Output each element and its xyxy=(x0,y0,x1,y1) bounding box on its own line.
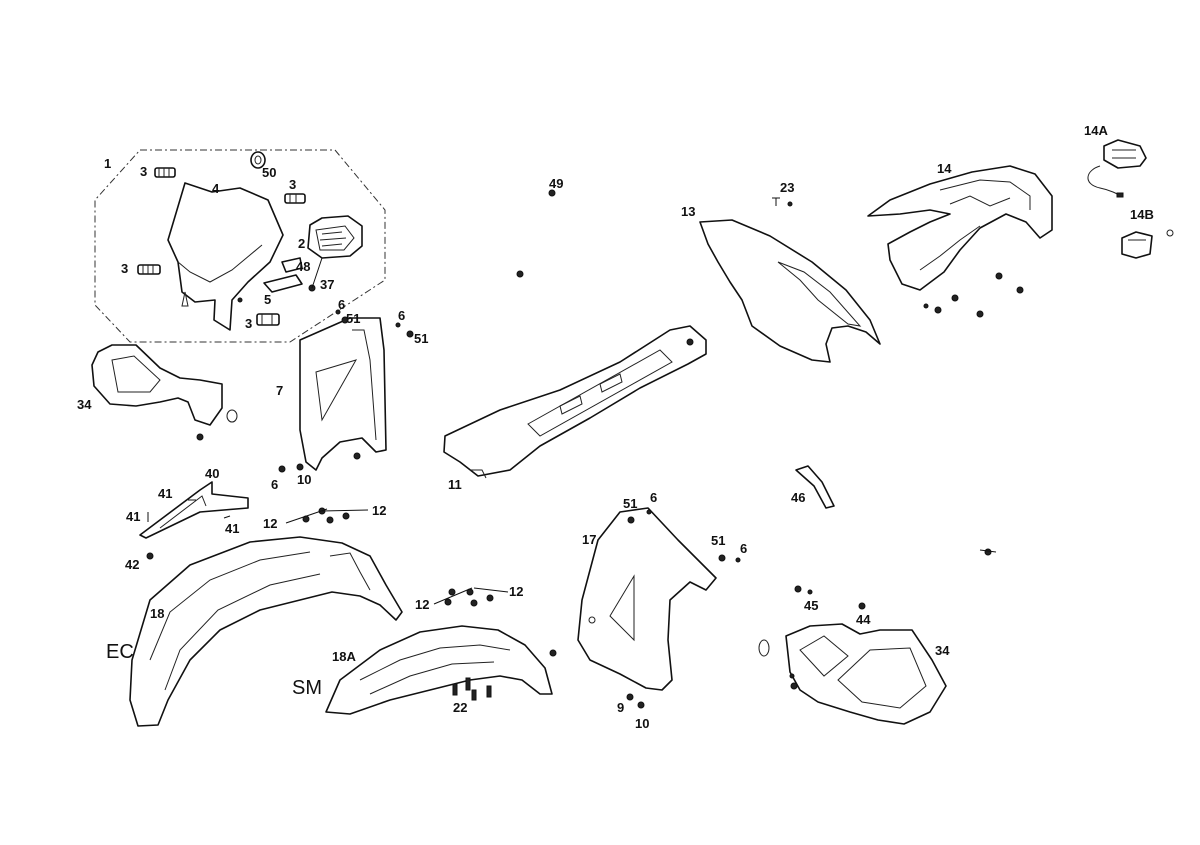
part-fasteners-51-6-right[interactable] xyxy=(549,509,741,709)
callout-14b: 14B xyxy=(1130,207,1154,222)
part-screw-41[interactable] xyxy=(147,499,231,522)
callout-45: 45 xyxy=(804,598,818,613)
callout-49: 49 xyxy=(549,176,563,191)
callout-labels: 1 3 50 4 3 2 3 48 37 5 3 6 51 6 51 7 34 … xyxy=(77,123,1154,731)
callout-14: 14 xyxy=(937,161,952,176)
part-screw-23[interactable] xyxy=(772,197,793,207)
callout-6d: 6 xyxy=(650,490,657,505)
callout-22: 22 xyxy=(453,700,467,715)
part-seat[interactable] xyxy=(443,325,707,479)
part-rear-fender[interactable] xyxy=(867,165,1053,291)
part-clip-misc[interactable] xyxy=(979,548,997,556)
callout-12d: 12 xyxy=(509,584,523,599)
part-front-fender-sm[interactable] xyxy=(325,625,553,715)
callout-18a: 18A xyxy=(332,649,356,664)
callout-3d: 3 xyxy=(245,316,252,331)
part-ring-50[interactable] xyxy=(250,151,266,169)
callout-7: 7 xyxy=(276,383,283,398)
callout-2: 2 xyxy=(298,236,305,251)
callout-51a: 51 xyxy=(346,311,360,326)
callout-9: 9 xyxy=(617,700,624,715)
part-bracket-48[interactable] xyxy=(281,257,303,273)
part-radiator-scoop-left[interactable] xyxy=(299,317,387,471)
callout-5: 5 xyxy=(264,292,271,307)
part-clip-3a[interactable] xyxy=(154,167,176,178)
part-front-fender-ec[interactable] xyxy=(129,536,403,727)
part-clip-3b[interactable] xyxy=(284,193,306,204)
callout-41b: 41 xyxy=(126,509,140,524)
headlight-assembly-group-outline xyxy=(94,149,386,343)
part-fasteners-12-upper[interactable] xyxy=(285,507,369,524)
callout-46: 46 xyxy=(791,490,805,505)
part-radiator-scoop-right[interactable] xyxy=(577,507,717,691)
part-fasteners-12-lower[interactable] xyxy=(433,587,509,607)
callout-4: 4 xyxy=(212,181,220,196)
part-fasteners-6-51-left[interactable] xyxy=(278,309,414,473)
callout-13: 13 xyxy=(681,204,695,219)
part-fasteners-45-44[interactable] xyxy=(794,585,866,610)
part-side-panel[interactable] xyxy=(699,219,881,363)
callout-34b: 34 xyxy=(935,643,950,658)
callout-40: 40 xyxy=(205,466,219,481)
callout-6e: 6 xyxy=(740,541,747,556)
callout-50: 50 xyxy=(262,165,276,180)
part-hand-guard-left[interactable] xyxy=(91,344,238,441)
callout-12a: 12 xyxy=(263,516,277,531)
callout-1: 1 xyxy=(104,156,111,171)
part-bracket-5[interactable] xyxy=(263,274,303,293)
callout-34a: 34 xyxy=(77,397,92,412)
callout-6c: 6 xyxy=(271,477,278,492)
callout-51d: 51 xyxy=(711,533,725,548)
part-headlight-mask[interactable] xyxy=(167,182,284,331)
callout-41c: 41 xyxy=(225,521,239,536)
callout-12b: 12 xyxy=(372,503,386,518)
callout-3b: 3 xyxy=(289,177,296,192)
callout-44: 44 xyxy=(856,612,871,627)
callout-48: 48 xyxy=(296,259,310,274)
variant-label-sm: SM xyxy=(292,677,322,699)
callout-23: 23 xyxy=(780,180,794,195)
part-bolts-22[interactable] xyxy=(452,677,492,701)
part-trim-strip[interactable] xyxy=(795,465,835,509)
callout-11: 11 xyxy=(448,477,462,492)
callout-37: 37 xyxy=(320,277,334,292)
callout-6a: 6 xyxy=(338,297,345,312)
callout-51c: 51 xyxy=(623,496,637,511)
callout-17: 17 xyxy=(582,532,596,547)
callout-51b: 51 xyxy=(414,331,428,346)
part-licence-light[interactable] xyxy=(1121,229,1174,259)
variant-label-ec: EC xyxy=(106,641,134,663)
part-nut-42[interactable] xyxy=(146,552,154,560)
callout-18: 18 xyxy=(150,606,164,621)
callout-6b: 6 xyxy=(398,308,405,323)
part-clip-3c[interactable] xyxy=(137,264,161,275)
part-hand-guard-right[interactable] xyxy=(758,623,947,725)
callout-10b: 10 xyxy=(635,716,649,731)
part-headlight-unit[interactable] xyxy=(307,215,363,259)
part-bolts-rear-fender[interactable] xyxy=(923,272,1024,318)
part-clip-49[interactable] xyxy=(516,189,556,278)
callout-10a: 10 xyxy=(297,472,311,487)
callout-3a: 3 xyxy=(140,164,147,179)
callout-14a: 14A xyxy=(1084,123,1108,138)
part-screw-37[interactable] xyxy=(308,257,323,292)
callout-42: 42 xyxy=(125,557,139,572)
part-bracket-40[interactable] xyxy=(139,481,249,539)
callout-12c: 12 xyxy=(415,597,429,612)
callout-41a: 41 xyxy=(158,486,172,501)
callout-3c: 3 xyxy=(121,261,128,276)
part-tail-light[interactable] xyxy=(1087,139,1147,198)
part-clip-3d[interactable] xyxy=(256,313,280,326)
